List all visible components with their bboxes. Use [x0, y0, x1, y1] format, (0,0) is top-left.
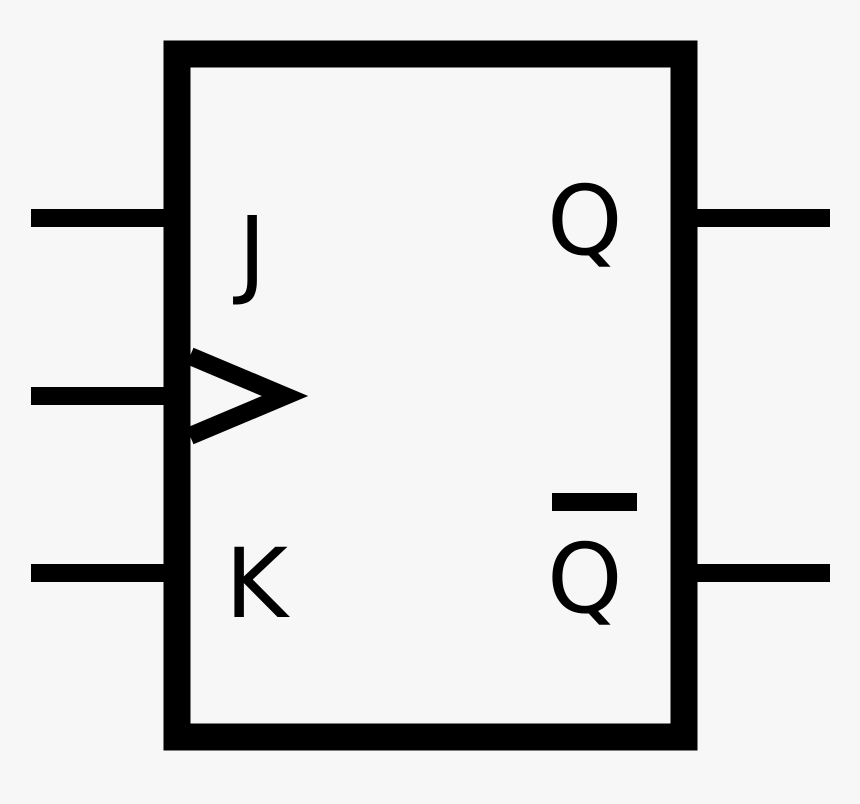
label-q: Q — [547, 165, 623, 277]
q-bar-overline — [552, 493, 637, 511]
label-k: K — [225, 528, 290, 640]
clock-edge-icon — [186, 347, 309, 445]
label-j: J — [233, 196, 266, 308]
flip-flop-body — [163, 40, 698, 751]
label-q-bar: Q — [547, 523, 623, 635]
